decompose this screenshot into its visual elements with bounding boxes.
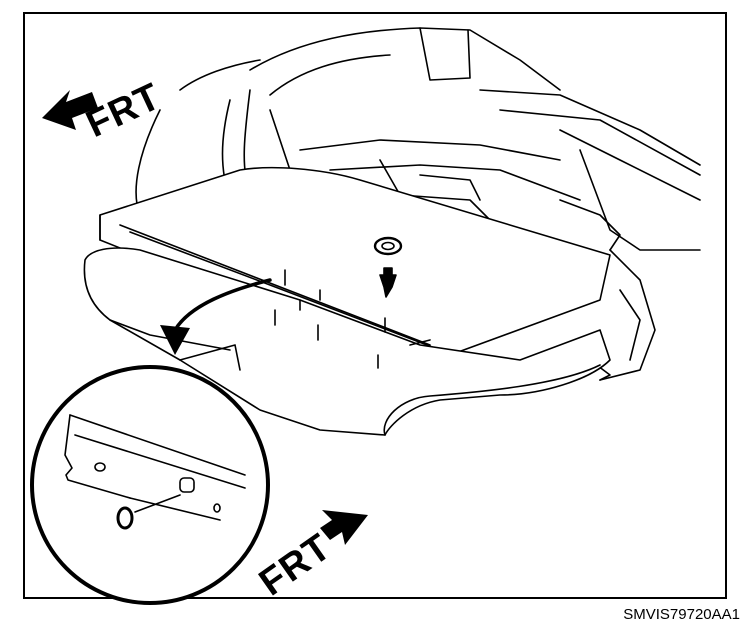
magnified-view — [30, 365, 270, 605]
floor-panel — [99, 166, 611, 356]
callout-arrowhead — [160, 325, 190, 355]
front-arrow-bottom — [320, 510, 368, 545]
clip-locations — [274, 269, 431, 369]
figure-code: SMVIS79720AA1 — [623, 606, 740, 623]
front-arrow-top — [42, 90, 98, 130]
grommet-clip — [373, 236, 403, 298]
sill-trim-panel — [83, 247, 611, 436]
callout-arrow — [173, 278, 272, 332]
